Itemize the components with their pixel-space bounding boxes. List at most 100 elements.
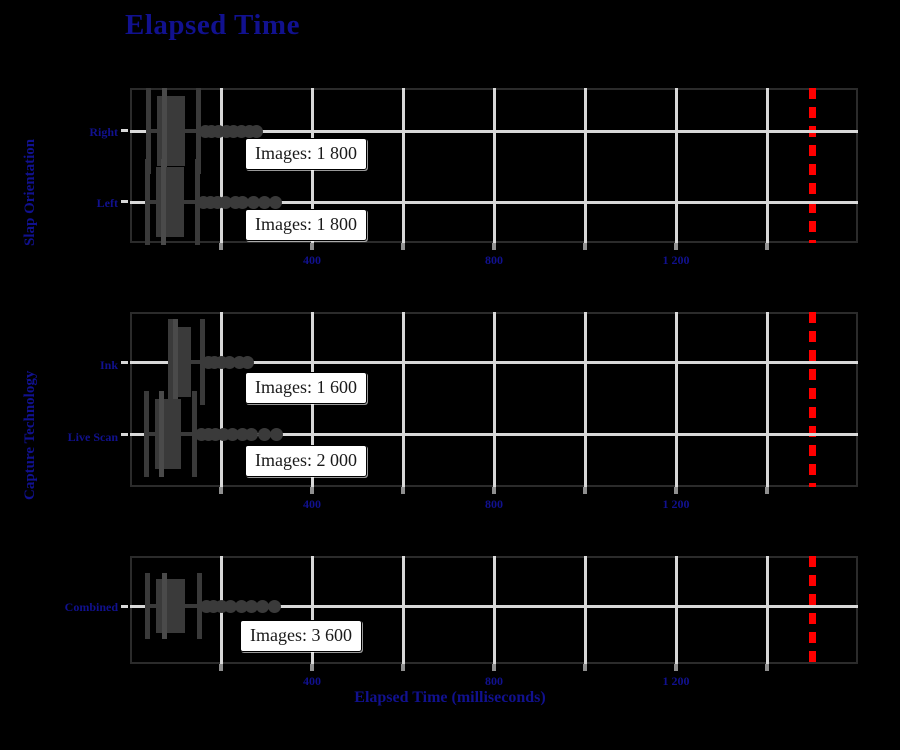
panel-slap-orientation bbox=[130, 88, 858, 245]
annotation-images-count: Images: 1 800 bbox=[245, 209, 367, 241]
y-tick-mark bbox=[121, 605, 128, 608]
median-line bbox=[161, 159, 167, 245]
x-tick-label: 800 bbox=[485, 674, 503, 688]
x-tick-mark bbox=[583, 243, 587, 250]
page-title: Elapsed Time bbox=[125, 9, 300, 41]
category-baseline bbox=[130, 201, 858, 204]
gridline bbox=[401, 88, 405, 243]
iqr-box bbox=[156, 167, 184, 237]
reference-line bbox=[809, 556, 816, 664]
outlier-point bbox=[226, 427, 240, 441]
gridline bbox=[401, 312, 405, 487]
x-tick-label: 400 bbox=[303, 674, 321, 688]
x-tick-mark bbox=[310, 243, 314, 250]
outlier-point bbox=[234, 599, 248, 613]
y-tick-mark bbox=[121, 361, 128, 364]
outlier-point bbox=[236, 195, 250, 209]
x-tick-mark bbox=[310, 664, 314, 671]
x-tick-mark bbox=[401, 664, 405, 671]
outlier-point bbox=[247, 195, 261, 209]
y-tick-label-right: Right bbox=[89, 125, 118, 139]
outlier-point bbox=[270, 427, 283, 441]
x-axis-title: Elapsed Time (milliseconds) bbox=[354, 689, 546, 706]
x-tick-mark bbox=[401, 243, 405, 250]
x-tick-label: 400 bbox=[303, 497, 321, 511]
x-tick-mark bbox=[765, 664, 769, 671]
outlier-point bbox=[256, 599, 270, 613]
x-tick-mark bbox=[765, 243, 769, 250]
x-tick-mark bbox=[219, 664, 223, 671]
whisker-cap-high bbox=[195, 88, 201, 174]
outlier-point bbox=[258, 195, 272, 209]
x-tick-mark bbox=[674, 243, 678, 250]
median-line bbox=[173, 319, 178, 405]
x-tick-label: 1 200 bbox=[662, 253, 690, 267]
x-tick-mark bbox=[583, 487, 587, 494]
reference-line bbox=[809, 312, 816, 487]
outlier-point bbox=[268, 599, 282, 613]
whisker-cap-low bbox=[143, 391, 149, 477]
annotation-images-count: Images: 1 600 bbox=[245, 372, 367, 404]
y-tick-mark bbox=[121, 200, 128, 203]
gridline bbox=[674, 556, 678, 664]
x-tick-label: 1 200 bbox=[662, 674, 690, 688]
outlier-point bbox=[249, 124, 263, 138]
outlier-point bbox=[258, 427, 272, 441]
outlier-point bbox=[219, 195, 233, 209]
outlier-point bbox=[222, 355, 236, 369]
whisker-cap-high bbox=[196, 573, 202, 639]
y-tick-label-left: Left bbox=[96, 196, 118, 210]
x-tick-mark bbox=[492, 487, 496, 494]
x-tick-mark bbox=[674, 487, 678, 494]
outlier-point bbox=[223, 599, 237, 613]
y-tick-mark bbox=[121, 129, 128, 132]
x-tick-mark bbox=[492, 664, 496, 671]
x-tick-label: 400 bbox=[303, 253, 321, 267]
y-tick-mark bbox=[121, 433, 128, 436]
gridline bbox=[674, 312, 678, 487]
gridline bbox=[583, 312, 587, 487]
y-axis-title-panel-1: Slap Orientation bbox=[22, 138, 38, 246]
gridline bbox=[765, 556, 769, 664]
x-tick-mark bbox=[492, 243, 496, 250]
x-tick-mark bbox=[310, 487, 314, 494]
y-tick-label-combined: Combined bbox=[64, 600, 118, 614]
gridline bbox=[310, 556, 314, 664]
whisker-cap-low bbox=[145, 88, 151, 174]
category-baseline bbox=[130, 605, 858, 608]
gridline bbox=[401, 556, 405, 664]
y-tick-label-ink: Ink bbox=[99, 358, 118, 372]
whisker-cap-low bbox=[144, 159, 150, 245]
x-tick-mark bbox=[401, 487, 405, 494]
category-baseline bbox=[130, 130, 858, 133]
x-tick-mark bbox=[765, 487, 769, 494]
gridline bbox=[219, 312, 223, 487]
gridline bbox=[219, 88, 223, 243]
gridline bbox=[674, 88, 678, 243]
outlier-point bbox=[269, 195, 283, 209]
category-baseline bbox=[130, 433, 858, 436]
iqr-box bbox=[155, 399, 181, 469]
annotation-images-count: Images: 1 800 bbox=[245, 138, 367, 170]
x-tick-mark bbox=[219, 487, 223, 494]
gridline bbox=[492, 88, 496, 243]
median-line bbox=[159, 391, 165, 477]
gridline bbox=[492, 312, 496, 487]
panel-capture-technology bbox=[130, 312, 858, 487]
gridline bbox=[583, 88, 587, 243]
whisker-cap-high bbox=[192, 391, 198, 477]
x-tick-label: 1 200 bbox=[662, 497, 690, 511]
median-line bbox=[161, 88, 167, 174]
whisker-cap-low bbox=[167, 319, 173, 405]
gridline bbox=[583, 556, 587, 664]
gridline bbox=[765, 88, 769, 243]
outlier-point bbox=[245, 427, 259, 441]
whisker-cap-low bbox=[144, 573, 150, 639]
x-tick-mark bbox=[583, 664, 587, 671]
x-tick-mark bbox=[219, 243, 223, 250]
gridline bbox=[492, 556, 496, 664]
reference-line bbox=[809, 88, 816, 243]
x-tick-mark bbox=[674, 664, 678, 671]
annotation-images-count: Images: 2 000 bbox=[245, 445, 367, 477]
